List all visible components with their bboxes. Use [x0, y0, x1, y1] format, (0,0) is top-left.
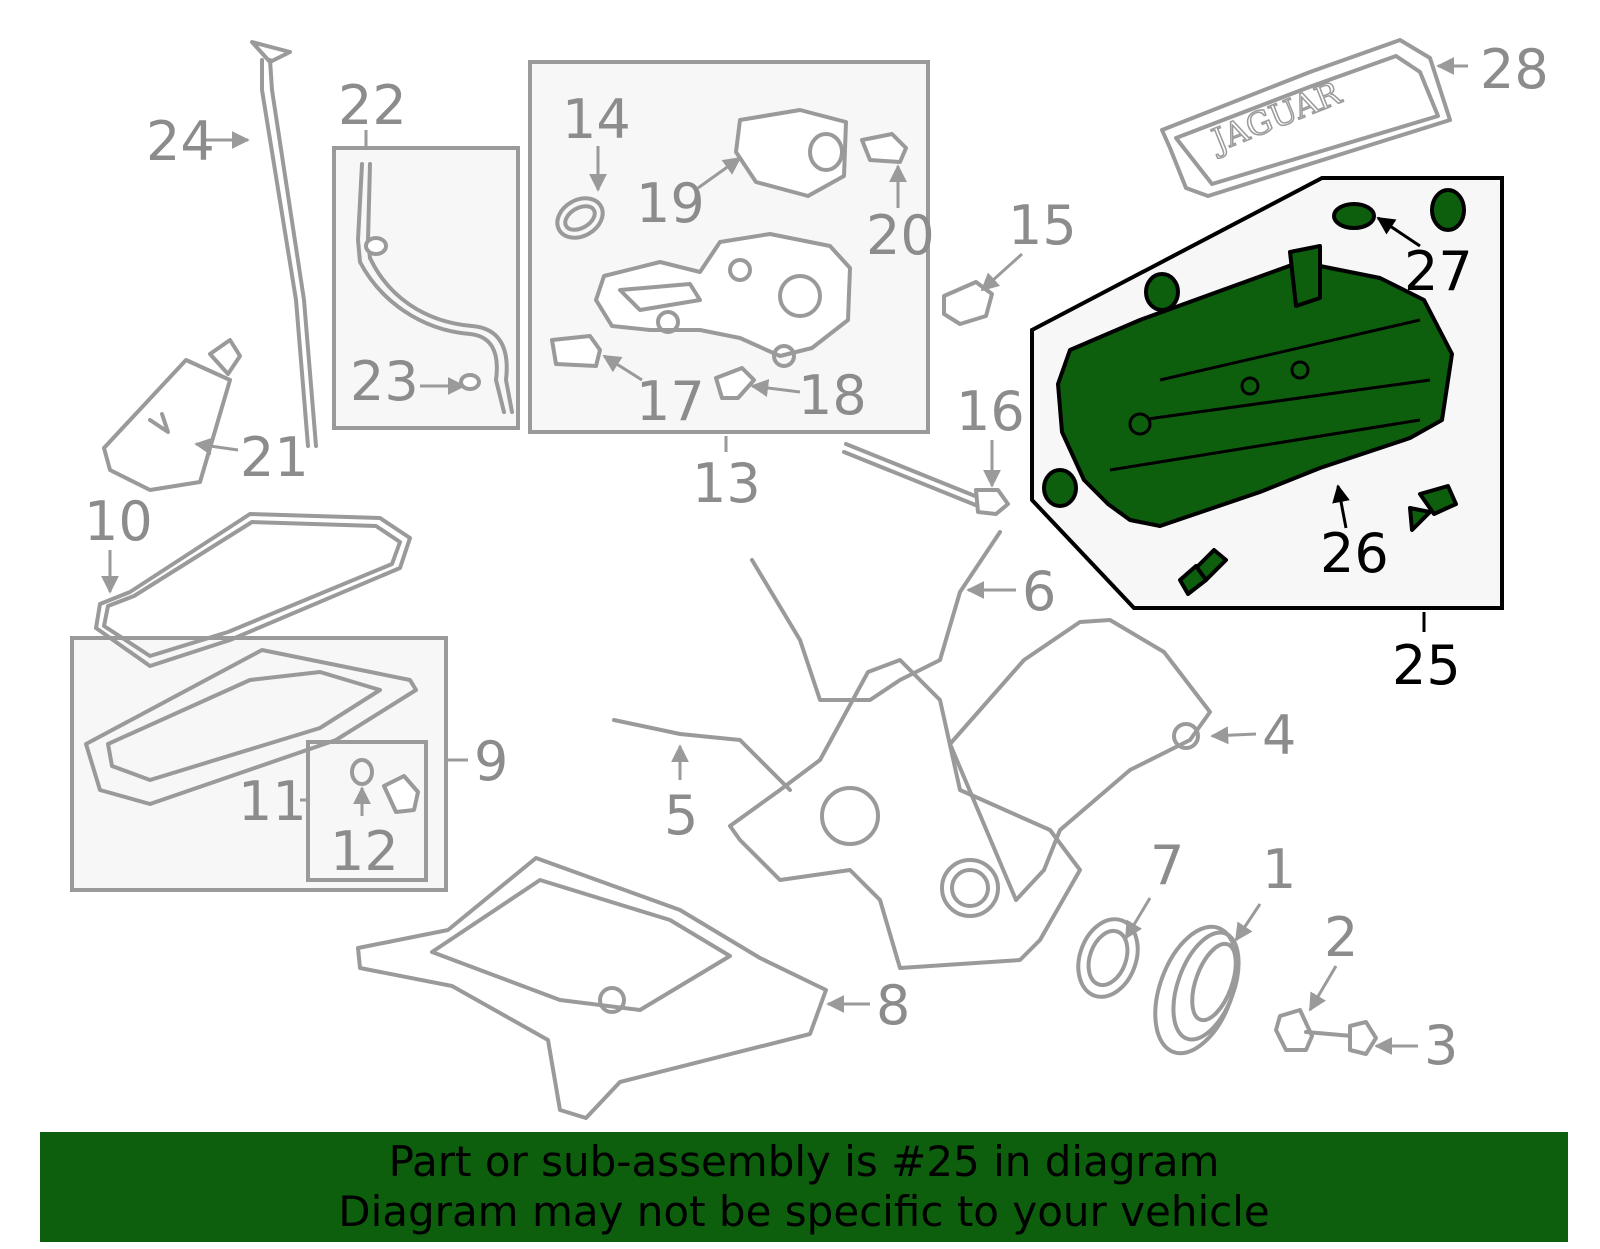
o-ring-12 [350, 758, 374, 786]
callout-14: 14 [562, 88, 631, 151]
timing-cover-4 [948, 618, 1212, 902]
callout-2: 2 [1324, 906, 1358, 969]
dipstick-24 [250, 40, 318, 448]
callout-1: 1 [1262, 838, 1296, 901]
callout-24: 24 [146, 110, 215, 173]
callout-7: 7 [1150, 834, 1184, 897]
callout-20: 20 [866, 204, 935, 267]
lower-crankcase-8 [356, 856, 828, 1120]
ring-14 [555, 196, 605, 240]
callout-6: 6 [1022, 560, 1056, 623]
info-banner: Part or sub-assembly is #25 in diagram D… [40, 1132, 1568, 1242]
bolt-20 [860, 132, 908, 164]
callout-17: 17 [636, 370, 705, 433]
gasket-10 [94, 512, 412, 668]
tube-22 [356, 162, 514, 414]
housing-13 [594, 232, 852, 368]
callout-11: 11 [238, 770, 307, 833]
bolt-3 [1304, 1020, 1378, 1056]
callout-25: 25 [1392, 634, 1461, 697]
seal-7 [1076, 917, 1140, 999]
banner-line-2: Diagram may not be specific to your vehi… [338, 1187, 1270, 1236]
engine-cover-28: JAGUAR [1160, 38, 1452, 198]
callout-3: 3 [1424, 1014, 1458, 1077]
banner-line-1: Part or sub-assembly is #25 in diagram [388, 1137, 1220, 1186]
gasket-5 [612, 718, 792, 792]
oil-pan-9 [84, 648, 418, 806]
gasket-6 [750, 530, 1002, 702]
callout-5: 5 [664, 784, 698, 847]
callout-10: 10 [84, 490, 153, 553]
callout-8: 8 [876, 974, 910, 1037]
valve-cover-26 [1056, 244, 1454, 528]
group-box-22 [332, 146, 520, 430]
leader-lines [101, 57, 1468, 1055]
callout-15: 15 [1008, 194, 1077, 257]
bolt-16 [842, 442, 1010, 516]
callout-23: 23 [350, 350, 419, 413]
callout-4: 4 [1262, 704, 1296, 767]
pulley-1 [1153, 924, 1241, 1056]
callout-19: 19 [636, 172, 705, 235]
oil-filter-21 [102, 338, 242, 492]
banner-background [40, 1132, 1568, 1242]
sensor-17 [550, 334, 602, 368]
callout-26: 26 [1320, 522, 1389, 585]
gasket-10-inner [102, 520, 402, 658]
sensor-18 [714, 366, 756, 400]
plug-15 [942, 280, 994, 326]
callout-16: 16 [956, 380, 1025, 443]
callout-9: 9 [474, 730, 508, 793]
callout-12: 12 [330, 820, 399, 883]
callout-13: 13 [692, 452, 761, 515]
callout-18: 18 [798, 364, 867, 427]
bolt-2 [1274, 1008, 1314, 1052]
callout-28: 28 [1480, 38, 1549, 101]
front-cover [728, 658, 1082, 970]
grommet-27 [1042, 188, 1466, 508]
callout-21: 21 [240, 426, 309, 489]
callout-22: 22 [338, 74, 407, 137]
drain-plug-11 [382, 774, 420, 814]
callout-numbers: 1 2 3 4 5 6 7 8 9 10 11 12 13 14 15 16 1… [84, 38, 1549, 1077]
bolt-25-lower [1178, 484, 1458, 596]
callout-27: 27 [1404, 240, 1473, 303]
